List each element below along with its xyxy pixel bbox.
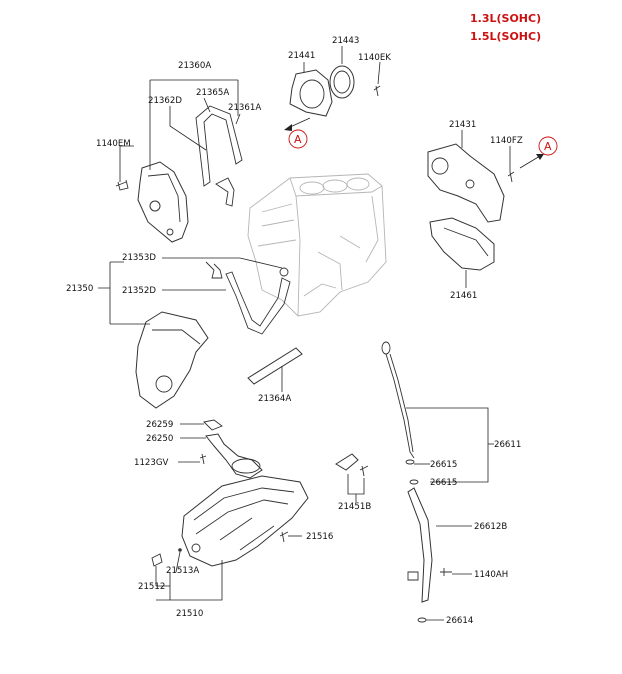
lower-timing-cover-group xyxy=(135,261,303,409)
bracket-group xyxy=(335,453,369,502)
ref-marker-a-right: A xyxy=(544,140,552,153)
label-21510: 21510 xyxy=(176,609,203,619)
leader-lines-oil-pan xyxy=(155,535,302,601)
label-21461: 21461 xyxy=(450,291,477,301)
ref-marker-a-left: A xyxy=(294,133,302,146)
label-21362d: 21362D xyxy=(148,96,182,106)
label-21353d: 21353D xyxy=(122,253,156,263)
label-21365a: 21365A xyxy=(196,88,229,98)
label-21364a: 21364A xyxy=(258,394,291,404)
upper-timing-cover-group xyxy=(115,105,243,243)
label-26259: 26259 xyxy=(146,420,173,430)
leader-lines-strainer xyxy=(178,423,206,463)
label-26615-lower: 26615 xyxy=(430,478,457,488)
leader-lines-top-left xyxy=(119,79,241,182)
oil-seal-case-group xyxy=(284,65,381,131)
ref-circle-a-left xyxy=(288,129,308,149)
label-1140fz: 1140FZ xyxy=(490,136,523,146)
label-1123gv: 1123GV xyxy=(134,458,169,468)
label-26612b: 26612B xyxy=(474,522,507,532)
rear-plate-group xyxy=(427,143,544,271)
label-26614: 26614 xyxy=(446,616,473,626)
oil-strainer-group xyxy=(199,419,263,479)
label-21451b: 21451B xyxy=(338,502,371,512)
label-21516: 21516 xyxy=(306,532,333,542)
label-1140em: 1140EM xyxy=(96,139,131,149)
leader-lines-middle-left xyxy=(98,257,283,392)
leader-lines-top-right xyxy=(461,130,511,288)
drain-plug-gasket xyxy=(178,548,182,552)
label-26250: 26250 xyxy=(146,434,173,444)
label-21443: 21443 xyxy=(332,36,359,46)
label-1140ah: 1140AH xyxy=(474,570,508,580)
label-21441: 21441 xyxy=(288,51,315,61)
label-21350: 21350 xyxy=(66,284,93,294)
label-21513a: 21513A xyxy=(166,566,199,576)
label-26615-upper: 26615 xyxy=(430,460,457,470)
label-21431: 21431 xyxy=(449,120,476,130)
label-21360a: 21360A xyxy=(178,61,211,71)
leader-lines-dipstick xyxy=(406,407,494,621)
engine-block xyxy=(247,173,387,317)
oil-pan-group xyxy=(151,475,309,567)
label-26611: 26611 xyxy=(494,440,521,450)
leader-lines-top-middle xyxy=(303,46,381,85)
label-1140ek: 1140EK xyxy=(358,53,391,63)
label-21361a: 21361A xyxy=(228,103,261,113)
dipstick-group xyxy=(381,341,452,623)
ref-circle-a-right xyxy=(538,136,558,156)
label-21352d: 21352D xyxy=(122,286,156,296)
label-21512: 21512 xyxy=(138,582,165,592)
title-line-1: 1.3L(SOHC) xyxy=(470,12,541,25)
title-line-2: 1.5L(SOHC) xyxy=(470,30,541,43)
